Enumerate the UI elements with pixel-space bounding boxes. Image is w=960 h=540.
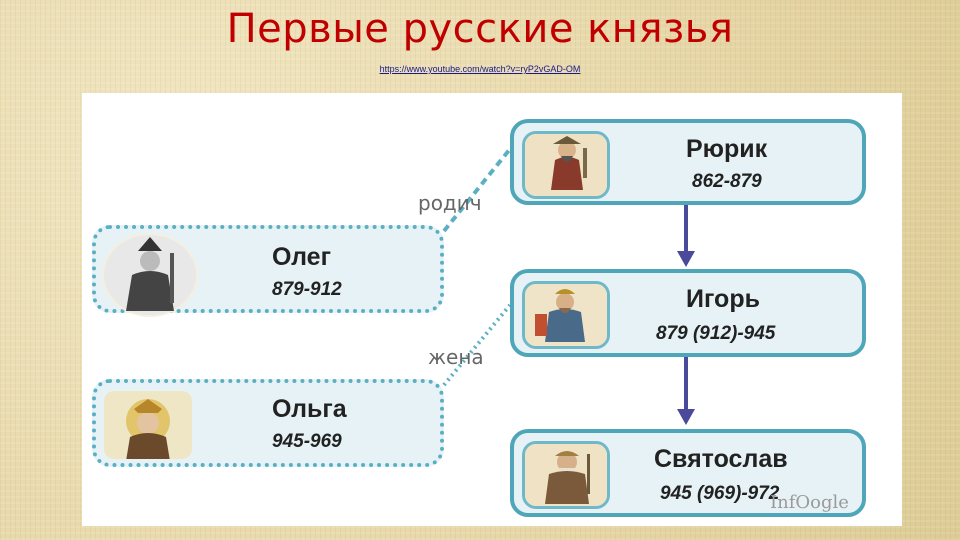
svyatoslav-name: Святослав — [654, 445, 788, 473]
svyatoslav-years: 945 (969)-972 — [660, 483, 780, 504]
igor-portrait — [522, 281, 610, 349]
olga-years: 945-969 — [272, 431, 342, 452]
svyatoslav-portrait — [522, 441, 610, 509]
relation-relative-label: родич — [418, 191, 482, 215]
oleg-name: Олег — [272, 243, 331, 271]
page-title: Первые русские князья — [226, 6, 734, 52]
igor-years: 879 (912)-945 — [656, 323, 776, 344]
watermark: InfOogle — [770, 492, 849, 513]
arrow-igor-svyatoslav-head — [677, 409, 695, 425]
card-igor: Игорь 879 (912)-945 — [510, 269, 866, 357]
video-link[interactable]: https://www.youtube.com/watch?v=ryP2vGAD… — [379, 64, 581, 74]
card-svyatoslav: Святослав 945 (969)-972 — [510, 429, 866, 517]
rurik-name: Рюрик — [686, 135, 768, 163]
igor-name: Игорь — [686, 285, 760, 313]
relation-wife-label: жена — [428, 345, 484, 369]
diagram-panel: Рюрик 862-879 Олег 879-912 — [82, 93, 902, 526]
relative-connector — [442, 147, 512, 233]
card-olga: Ольга 945-969 — [92, 379, 444, 467]
olga-name: Ольга — [272, 395, 347, 423]
arrow-rurik-igor-head — [677, 251, 695, 267]
connector-lines — [442, 147, 695, 425]
rurik-portrait — [522, 131, 610, 199]
olga-portrait — [104, 391, 192, 459]
card-oleg: Олег 879-912 — [92, 225, 444, 317]
oleg-years: 879-912 — [272, 279, 342, 300]
oleg-portrait — [102, 233, 198, 317]
card-rurik: Рюрик 862-879 — [510, 119, 866, 205]
rurik-years: 862-879 — [692, 171, 762, 192]
